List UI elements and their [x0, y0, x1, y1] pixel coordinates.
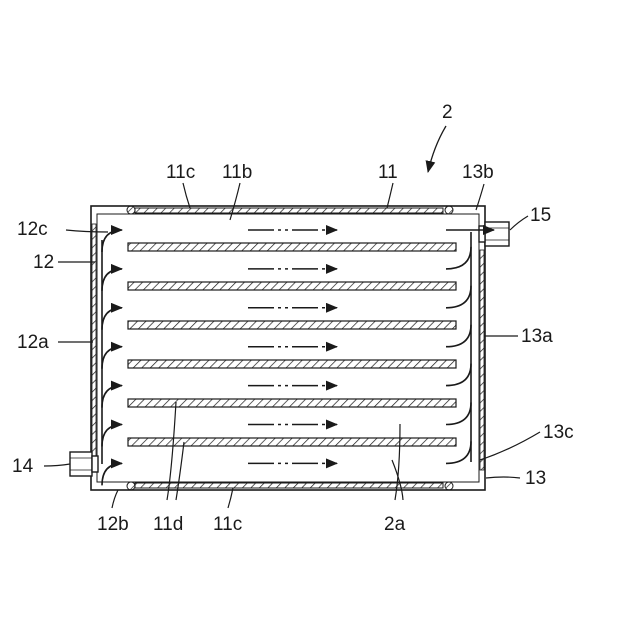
label-13: 13 [525, 468, 546, 489]
leader-lines [44, 183, 540, 508]
leader-11 [387, 183, 393, 208]
top-wall-11c [135, 208, 443, 213]
inlet-arrow-6 [102, 425, 122, 447]
leader-13 [486, 477, 520, 478]
leader-12c [66, 230, 108, 232]
plate-2 [128, 282, 456, 290]
label-2a: 2a [384, 514, 406, 535]
label-13a: 13a [521, 326, 553, 347]
flow-arrows [102, 230, 494, 485]
plate-6 [128, 438, 456, 446]
label-11b: 11b [222, 162, 252, 183]
label-14: 14 [12, 456, 34, 477]
label-12: 12 [33, 252, 54, 273]
label-2: 2 [442, 102, 453, 123]
plate-1 [128, 243, 456, 251]
seal-bottom-right [445, 482, 453, 490]
leader-15 [510, 216, 528, 230]
seal-top-left [127, 206, 135, 214]
label-15: 15 [530, 205, 551, 226]
label-13b: 13b [462, 162, 494, 183]
inlet-arrow-1 [102, 230, 122, 252]
leader-2a-a [395, 424, 400, 500]
label-11: 11 [378, 162, 398, 183]
leader-11c-bottom [228, 488, 233, 508]
label-13c: 13c [543, 422, 574, 443]
label-11d: 11d [153, 514, 183, 535]
label-12a: 12a [17, 332, 49, 353]
inlet-arrow-3 [102, 308, 122, 330]
seal-bottom-left [127, 482, 135, 490]
inlet-arrow-2 [102, 269, 122, 291]
label-12c: 12c [17, 219, 48, 240]
plate-4 [128, 360, 456, 368]
seal-top-right [445, 206, 453, 214]
leader-11c-top [183, 183, 190, 208]
inlet-pipe-14 [70, 452, 98, 476]
inlet-arrow-4 [102, 347, 122, 369]
label-11c-bottom: 11c [213, 514, 242, 535]
leader-11d-b [176, 442, 184, 500]
label-12b: 12b [97, 514, 129, 535]
leader-13c [480, 432, 540, 460]
inlet-arrow-5 [102, 386, 122, 408]
leader-12b [112, 490, 118, 508]
reference-arrow-2 [428, 126, 446, 172]
plate-3 [128, 321, 456, 329]
outlet-pipe-15 [479, 222, 509, 246]
left-header-wall-12a [92, 224, 96, 456]
plates-11d [128, 243, 456, 446]
plate-5 [128, 399, 456, 407]
leader-14 [44, 464, 70, 466]
right-header-wall-13a [480, 250, 484, 470]
label-11c-top: 11c [166, 162, 195, 183]
